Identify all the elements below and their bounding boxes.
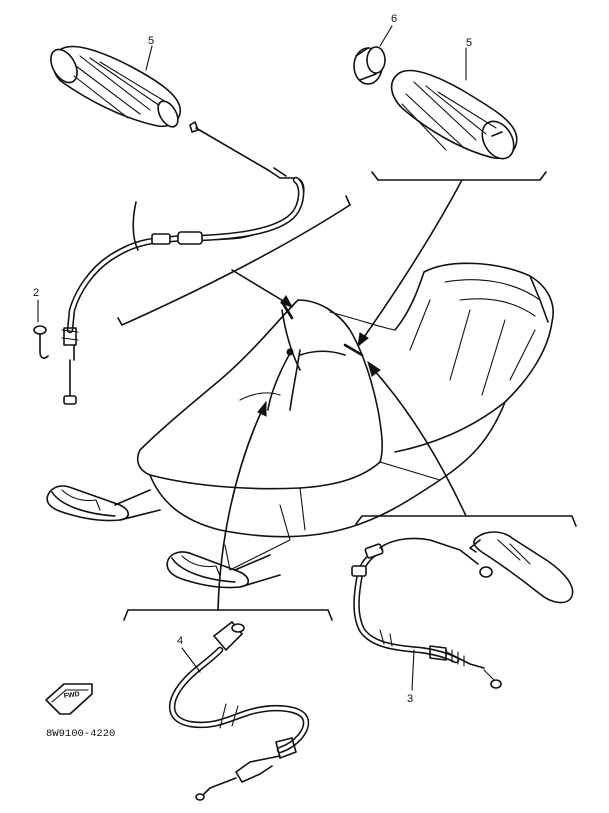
arrow-right-bottom [371, 367, 467, 517]
forward-marker-label: FWD [63, 691, 80, 700]
arrow-head-right [357, 332, 369, 348]
callout-5-left: 5 [148, 35, 154, 47]
drawing-code: 8W9100-4220 [46, 728, 115, 740]
cable-left-ends [61, 231, 203, 405]
snowmobile-body [46, 262, 554, 589]
arrow-head-bottom [257, 400, 267, 417]
arrow-head-left [280, 295, 294, 308]
bracket-right [371, 171, 547, 181]
cable-right-inner [354, 548, 458, 662]
cable-right-ends [351, 537, 502, 689]
hook-part [33, 299, 49, 359]
leader-6 [379, 25, 393, 47]
callout-5-right: 5 [466, 37, 472, 49]
leader-5-left [145, 45, 153, 71]
cable-bottom-inner [170, 648, 308, 752]
forward-arrow-icon [45, 683, 93, 715]
callout-2: 2 [33, 287, 39, 299]
cable-bottom-ends [195, 620, 297, 801]
callout-6: 6 [391, 13, 397, 25]
bracket-bottom [123, 609, 333, 621]
leader-4 [181, 647, 201, 673]
brake-lever [469, 531, 574, 604]
callout-3: 3 [407, 693, 413, 705]
bracket-right-bottom [355, 515, 577, 527]
grip-left [50, 45, 305, 241]
arrow-bottom [217, 409, 263, 611]
bracket-left [117, 195, 351, 326]
arrow-right-to-bar [361, 179, 463, 341]
grip-ring [353, 46, 386, 85]
leader-3 [411, 649, 415, 691]
cable-right [353, 546, 460, 664]
leader-left [132, 201, 139, 251]
arrow-head-right-bottom [367, 360, 381, 377]
cable-bottom [168, 646, 310, 754]
grip-right [390, 69, 518, 160]
arrow-left-to-bar [231, 269, 291, 306]
callout-4: 4 [177, 635, 183, 647]
